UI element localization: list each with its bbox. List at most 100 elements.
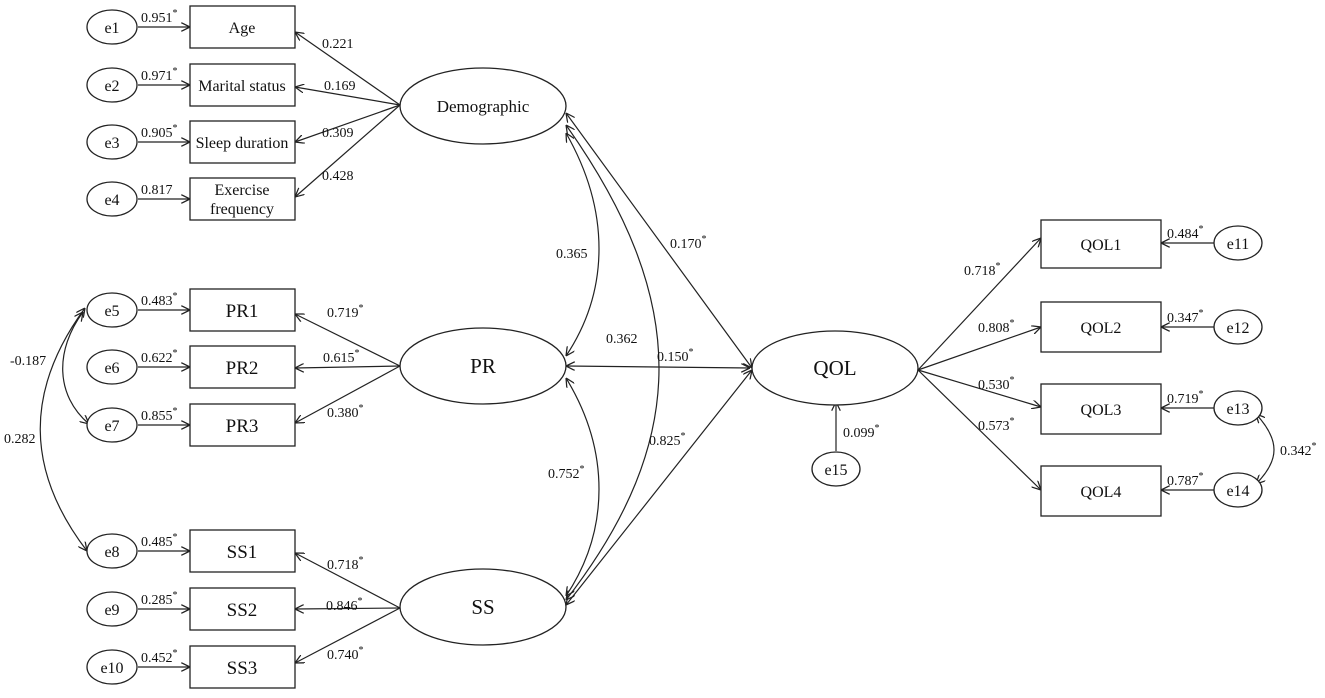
- error-label-e7: e7: [104, 418, 119, 435]
- coef-e9: 0.285*: [141, 590, 178, 608]
- indicator-box-pr3: PR3: [189, 403, 296, 447]
- error-terms: e1 e2 e3 e4 e5 e6 e7 e8 e9 e10 e11 e12 e…: [86, 9, 1263, 685]
- error-node-e5: e5: [86, 292, 138, 328]
- coefficient-labels: 0.951* 0.971* 0.905* 0.817 0.483* 0.622*…: [4, 8, 1317, 666]
- error-node-e11: e11: [1213, 225, 1263, 261]
- loading-marital: 0.169: [324, 79, 356, 94]
- error-node-e1: e1: [86, 9, 138, 45]
- cov-demographic-ss: 0.362: [606, 332, 638, 347]
- loading-arrow-demographic-exercise: [295, 104, 401, 197]
- error-node-e10: e10: [86, 649, 138, 685]
- loading-arrow-demographic-marital: [295, 87, 401, 106]
- coef-e4: 0.817: [141, 183, 173, 198]
- indicator-box-pr1: PR1: [189, 288, 296, 332]
- loading-pr2: 0.615*: [323, 348, 360, 366]
- loading-arrow-qol-qol3: [917, 369, 1041, 407]
- indicator-box-exercise-frequency: Exercise frequency: [189, 177, 296, 221]
- indicator-box-ss2: SS2: [189, 587, 296, 631]
- cov-e5-e8: 0.282: [4, 432, 36, 447]
- path-arrow-demographic-qol: [566, 113, 752, 368]
- coef-e5: 0.483*: [141, 291, 178, 309]
- loading-arrow-pr-pr2: [295, 366, 401, 368]
- coef-e3: 0.905*: [141, 123, 178, 141]
- indicator-label-pr3: PR3: [226, 416, 259, 437]
- error-label-e4: e4: [104, 192, 119, 209]
- path-coef-pr-qol: 0.150*: [657, 347, 694, 365]
- cov-demographic-pr: 0.365: [556, 247, 588, 262]
- loading-pr1: 0.719*: [327, 303, 364, 321]
- latent-node-pr: PR: [399, 327, 567, 405]
- indicator-box-ss1: SS1: [189, 529, 296, 573]
- loading-arrow-demographic-sleep: [295, 104, 401, 142]
- error-node-e3: e3: [86, 124, 138, 160]
- coef-e1: 0.951*: [141, 8, 178, 26]
- indicator-box-qol2: QOL2: [1040, 301, 1162, 353]
- indicator-label-qol2: QOL2: [1081, 320, 1122, 337]
- indicator-label-exercise: Exercise: [214, 182, 269, 199]
- loading-arrow-qol-qol4: [917, 369, 1041, 490]
- covariance-arc-demographic-pr: [566, 133, 600, 356]
- loading-exercise: 0.428: [322, 169, 354, 184]
- loading-ss1: 0.718*: [327, 555, 364, 573]
- loading-arrow-ss-ss1: [295, 553, 401, 609]
- indicator-box-qol4: QOL4: [1040, 465, 1162, 517]
- indicator-label-frequency: frequency: [210, 201, 274, 218]
- indicator-label-ss2: SS2: [227, 600, 258, 621]
- loading-qol1: 0.718*: [964, 261, 1001, 279]
- path-coef-demographic-qol: 0.170*: [670, 234, 707, 252]
- coef-e10: 0.452*: [141, 648, 178, 666]
- latent-node-ss: SS: [399, 568, 567, 646]
- loading-qol4: 0.573*: [978, 416, 1015, 434]
- error-label-e9: e9: [104, 602, 119, 619]
- coef-e6: 0.622*: [141, 348, 178, 366]
- error-label-e5: e5: [104, 303, 119, 320]
- latent-label-pr: PR: [470, 354, 496, 378]
- covariance-arc-e5-e8: [39, 308, 87, 551]
- indicator-box-sleep-duration: Sleep duration: [189, 120, 296, 164]
- error-node-e9: e9: [86, 591, 138, 627]
- latent-node-qol: QOL: [751, 330, 919, 406]
- path-arrow-pr-qol: [566, 366, 750, 368]
- loading-arrow-pr-pr1: [295, 314, 401, 367]
- coef-e14: 0.787*: [1167, 471, 1204, 489]
- indicator-label-pr1: PR1: [226, 301, 259, 322]
- path-arrow-ss-qol: [566, 370, 752, 605]
- latent-label-ss: SS: [471, 595, 494, 619]
- latent-label-demographic: Demographic: [437, 97, 530, 116]
- latent-variables: Demographic PR SS QOL: [399, 67, 919, 646]
- indicator-label-ss3: SS3: [227, 658, 258, 679]
- error-node-e8: e8: [86, 533, 138, 569]
- coef-e12: 0.347*: [1167, 308, 1204, 326]
- covariance-arc-e5-e7: [62, 312, 89, 424]
- loading-arrow-ss-ss2: [295, 608, 401, 609]
- indicator-label-age: Age: [229, 20, 256, 37]
- coef-e13: 0.719*: [1167, 389, 1204, 407]
- indicator-label-qol4: QOL4: [1081, 484, 1122, 501]
- indicator-box-pr2: PR2: [189, 345, 296, 389]
- error-label-e2: e2: [104, 78, 119, 95]
- loading-ss2: 0.846*: [326, 596, 363, 614]
- loading-arrow-qol-qol1: [917, 238, 1041, 371]
- path-coef-ss-qol: 0.825*: [649, 431, 686, 449]
- cov-pr-ss: 0.752*: [548, 464, 585, 482]
- edges: [39, 27, 1275, 667]
- loading-ss3: 0.740*: [327, 645, 364, 663]
- indicator-label-qol1: QOL1: [1081, 237, 1122, 254]
- error-node-e14: e14: [1213, 472, 1263, 508]
- loading-sleep: 0.309: [322, 126, 354, 141]
- coef-e2: 0.971*: [141, 66, 178, 84]
- error-node-e6: e6: [86, 349, 138, 385]
- error-node-e4: e4: [86, 181, 138, 217]
- error-node-e12: e12: [1213, 309, 1263, 345]
- indicator-label-pr2: PR2: [226, 358, 259, 379]
- error-label-e12: e12: [1226, 320, 1249, 337]
- indicator-box-qol1: QOL1: [1040, 219, 1162, 269]
- error-label-e10: e10: [100, 660, 123, 677]
- error-node-e7: e7: [86, 407, 138, 443]
- covariance-arc-e13-e14: [1256, 414, 1275, 484]
- indicator-box-marital-status: Marital status: [189, 63, 296, 107]
- loading-age: 0.221: [322, 37, 354, 52]
- loading-arrow-ss-ss3: [295, 607, 401, 663]
- indicator-boxes: Age Marital status Sleep duration Exerci…: [189, 5, 1162, 689]
